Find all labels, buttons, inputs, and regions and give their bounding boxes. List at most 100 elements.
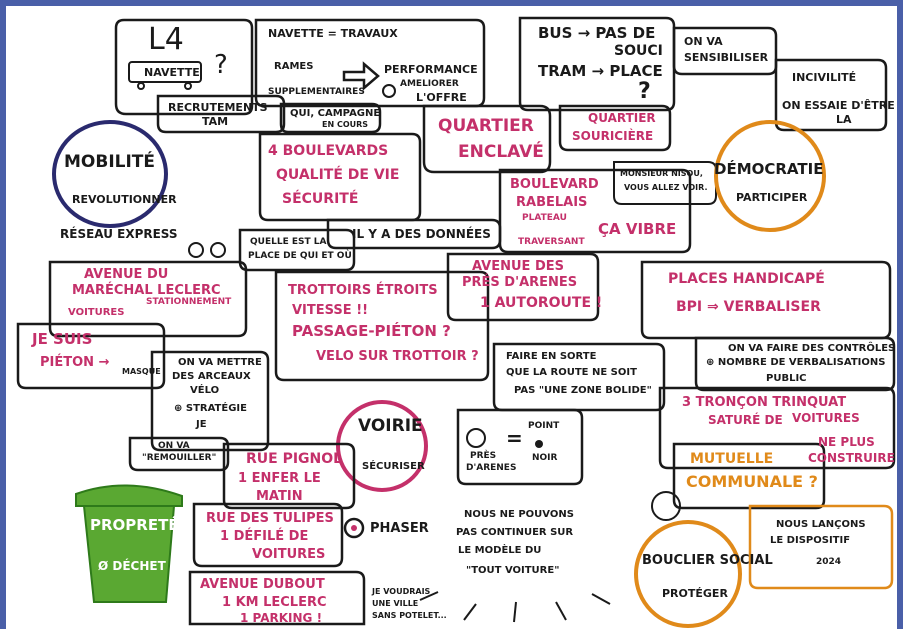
trottoirs-line3: PASSAGE-PIÉTON ? xyxy=(292,322,451,340)
tulipes-bubble xyxy=(192,502,344,568)
trottoirs-line1: TROTTOIRS ÉTROITS xyxy=(288,283,438,298)
proteger-text: PROTÉGER xyxy=(662,587,728,600)
democratie-title: DÉMOCRATIE xyxy=(714,160,824,178)
l4-question: ? xyxy=(214,50,228,80)
bouclier-title: BOUCLIER SOCIAL xyxy=(642,553,773,568)
arceaux-line1: ON VA METTRE xyxy=(178,357,262,368)
continuer-line1: NOUS NE POUVONS xyxy=(464,509,574,520)
rames-text: RAMES xyxy=(274,61,314,72)
stationnement-text: STATIONNEMENT xyxy=(146,297,232,307)
pres-point-line1: PRÈS xyxy=(470,451,497,461)
tulipes-line2: 1 DÉFILÉ DE xyxy=(220,529,309,544)
rabelais-name: RABELAIS xyxy=(516,195,588,210)
faire-line1: FAIRE EN SORTE xyxy=(506,351,597,362)
tram-place-text: TRAM → PLACE xyxy=(538,62,663,80)
pignol-line3: MATIN xyxy=(256,489,303,504)
remouiller-line1: ON VA xyxy=(158,441,190,451)
arceaux-line4: ⊕ STRATÉGIE xyxy=(174,403,247,414)
handicape-line2: BPI ⇒ VERBALISER xyxy=(676,299,821,315)
ca-vibre-text: ÇA VIBRE xyxy=(598,220,677,238)
pres-line1: AVENUE DES xyxy=(472,259,564,274)
l4-bubble xyxy=(114,18,254,116)
lancons-year: 2024 xyxy=(816,557,842,567)
en-cours-text: EN COURS xyxy=(322,120,369,129)
voirie-title: VOIRIE xyxy=(358,416,423,436)
tram-question: ? xyxy=(638,79,651,104)
recrutements-text: RECRUTEMENTS xyxy=(168,101,268,114)
mutuelle-line2: COMMUNALE ? xyxy=(686,472,818,491)
pres-line2: PRÉS D'ARENES xyxy=(462,275,578,290)
l4-title: L4 xyxy=(148,22,184,57)
ville-line2: UNE VILLE xyxy=(372,599,419,608)
plateau-text: PLATEAU xyxy=(522,213,567,223)
tulipes-line1: RUE DES TULIPES xyxy=(206,511,334,526)
reseau-express-text: RÉSEAU EXPRESS xyxy=(60,227,178,241)
arceaux-line5: JE xyxy=(196,419,207,430)
quartier-pink-text: QUARTIER xyxy=(588,111,656,125)
ville-line1: JE VOUDRAIS xyxy=(372,587,431,596)
donnees-text: IL Y A DES DONNÉES xyxy=(352,227,491,241)
quelle-est-text: QUELLE EST LA xyxy=(250,237,327,247)
essaie-text: ON ESSAIE D'ÊTRE xyxy=(782,99,895,112)
revolutionner-text: REVOLUTIONNER xyxy=(72,193,177,206)
pignol-line1: RUE PIGNOL xyxy=(246,451,343,467)
tulipes-line3: VOITURES xyxy=(252,547,326,562)
bus-souci-text: BUS → PAS DE xyxy=(538,24,656,42)
lancons-line1: NOUS LANÇONS xyxy=(776,519,866,530)
masque-text: MASQUE xyxy=(122,367,161,376)
point-text: POINT xyxy=(528,421,560,431)
voitures-text: VOITURES xyxy=(68,307,125,318)
place-qui-text: PLACE DE QUI ET OÙ xyxy=(248,251,352,261)
la-text: LA xyxy=(836,113,852,126)
dubout-bubble xyxy=(188,570,366,626)
securiser-text: SÉCURISER xyxy=(362,461,425,472)
continuer-line2: PAS CONTINUER SUR xyxy=(456,527,574,538)
lancons-line2: LE DISPOSITIF xyxy=(770,535,851,546)
arceaux-line2: DES ARCEAUX xyxy=(172,371,251,382)
boulevards-bubble xyxy=(258,132,422,222)
nisou-text-1: MONSIEUR NISOU, xyxy=(620,169,703,178)
incivilite-text: INCIVILITÉ xyxy=(792,71,857,84)
continuer-line3: LE MODÈLE DU xyxy=(458,545,542,556)
enclave-subtitle: ENCLAVÉ xyxy=(458,142,544,162)
ameliorer-text: AMELIORER xyxy=(400,79,459,89)
troncon-line3: VOITURES xyxy=(792,411,860,425)
mobilite-circle xyxy=(52,120,168,228)
securite-text: SÉCURITÉ xyxy=(282,191,359,207)
campagne-text: QUI, CAMPAGNE xyxy=(290,108,381,119)
boulevards-title: 4 BOULEVARDS xyxy=(268,143,389,159)
controles-line2: ⊕ NOMBRE DE VERBALISATIONS xyxy=(706,357,886,368)
pres-line3: 1 AUTOROUTE ! xyxy=(480,295,603,311)
pignol-line2: 1 ENFER LE xyxy=(238,471,321,486)
qualite-vie-text: QUALITÉ DE VIE xyxy=(276,167,400,183)
dubout-line3: 1 PARKING ! xyxy=(240,611,323,625)
controles-line1: ON VA FAIRE DES CONTRÔLES xyxy=(728,343,896,354)
handicape-line1: PLACES HANDICAPÉ xyxy=(668,271,825,287)
pieton-line2: PIÉTON → xyxy=(40,355,110,370)
pieton-line1: JE SUIS xyxy=(32,330,93,348)
ville-line3: SANS POTELET... xyxy=(372,611,447,620)
sensibiliser-text: SENSIBILISER xyxy=(684,51,769,64)
noir-text: NOIR xyxy=(532,453,558,463)
trottoirs-line2: VITESSE !! xyxy=(292,303,369,318)
proprete-title: PROPRETÉ xyxy=(90,516,179,534)
trottoirs-line4: VELO SUR TROTTOIR ? xyxy=(316,349,479,364)
navette-bubble xyxy=(254,18,486,108)
rabelais-title: BOULEVARD xyxy=(510,177,599,192)
supplementaires-text: SUPPLEMENTAIRES xyxy=(268,87,365,97)
target-icon xyxy=(382,84,396,98)
remouiller-line2: "REMOUILLER" xyxy=(142,453,217,463)
troncon-line5: CONSTRUIRE xyxy=(808,451,895,465)
faire-line2: QUE LA ROUTE NE SOIT xyxy=(506,367,637,378)
souci-text: SOUCI xyxy=(614,43,663,59)
rabelais-bubble xyxy=(498,168,692,254)
controles-line3: PUBLIC xyxy=(766,373,807,384)
phaser-icon xyxy=(343,517,365,539)
traversant-text: TRAVERSANT xyxy=(518,237,585,247)
performance-text: PERFORMANCE xyxy=(384,63,478,76)
sketchnote-canvas: L4 NAVETTE ? RECRUTEMENTS TaM NAVETTE = … xyxy=(6,6,897,629)
bus-tram-bubble xyxy=(518,16,676,112)
starburst-lines xyxy=(419,591,611,623)
pres-point-line2: D'ARENES xyxy=(466,463,517,473)
enclave-title: QUARTIER xyxy=(438,116,534,136)
